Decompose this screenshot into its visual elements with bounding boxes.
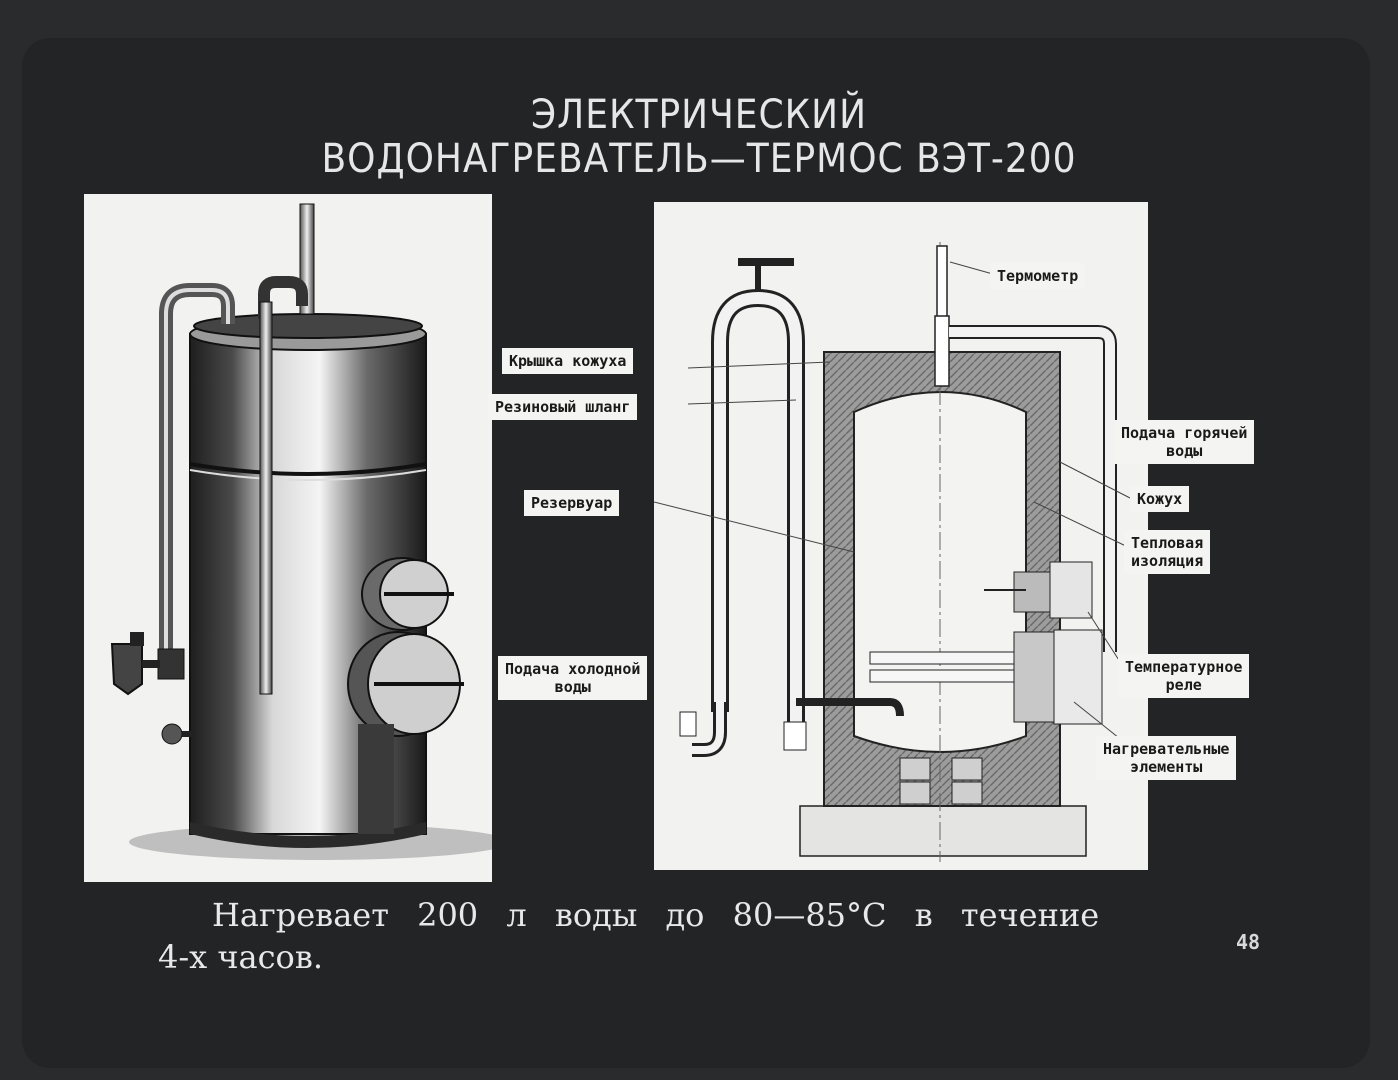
heater-exterior-drawing	[110, 203, 492, 860]
label-hot-water-supply: Подача горячей воды	[1114, 420, 1255, 464]
label-heating-elements-line-1: Нагревательные	[1103, 740, 1230, 758]
title-line-1: ЭЛЕКТРИЧЕСКИЙ	[531, 92, 867, 138]
label-hot-water-supply-line-2: воды	[1166, 442, 1203, 460]
label-cold-water-supply-line-1: Подача холодной	[505, 660, 641, 678]
label-insulation-line-1: Тепловая	[1131, 534, 1204, 552]
caption-line-2: 4-х часов.	[158, 938, 323, 976]
label-temperature-relay: Температурное реле	[1118, 654, 1250, 698]
label-reservoir: Резервуар	[524, 490, 620, 516]
cross-section-drawing	[654, 242, 1131, 862]
title-line-2: ВОДОНАГРЕВАТЕЛЬ—ТЕРМОС ВЭТ-200	[321, 136, 1077, 182]
label-insulation-line-2: изоляция	[1131, 552, 1204, 570]
label-hot-water-supply-line-1: Подача горячей	[1121, 424, 1248, 442]
label-temperature-relay-line-1: Температурное	[1125, 658, 1243, 676]
label-heating-elements: Нагревательные элементы	[1096, 736, 1237, 780]
caption-line-1: Нагревает 200 л воды до 80—85°С в течени…	[212, 896, 1100, 934]
label-temperature-relay-line-2: реле	[1165, 676, 1202, 694]
label-thermometer: Термометр	[990, 263, 1086, 289]
label-heating-elements-line-2: элементы	[1130, 758, 1203, 776]
label-cold-water-supply-line-2: воды	[554, 678, 591, 696]
heater-cross-section-diagram	[654, 202, 1148, 870]
label-rubber-hose: Резиновый шланг	[488, 394, 638, 420]
label-insulation: Тепловая изоляция	[1124, 530, 1211, 574]
label-casing: Кожух	[1130, 486, 1190, 512]
label-casing-lid: Крышка кожуха	[502, 348, 634, 374]
page-number: 48	[1236, 930, 1261, 954]
heater-exterior-illustration	[84, 194, 492, 882]
label-cold-water-supply: Подача холодной воды	[498, 656, 648, 700]
